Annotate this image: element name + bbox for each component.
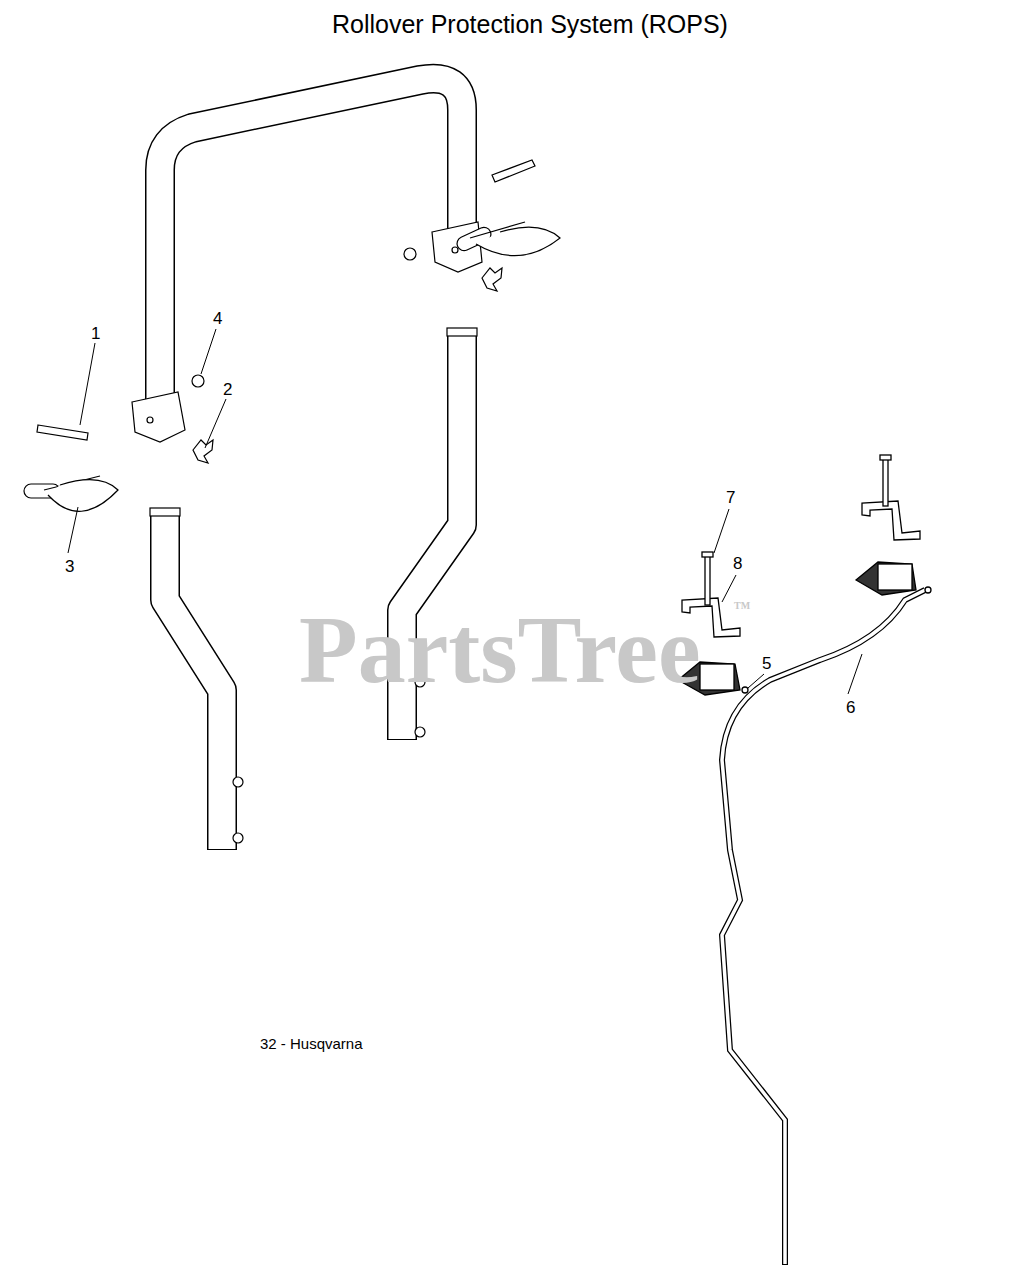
callout-number: 1 [91,325,100,342]
callout-number: 7 [726,489,735,506]
watermark: PartsTree [299,602,701,698]
callout-number: 3 [65,558,74,575]
callout-number: 6 [846,699,855,716]
switches [678,455,931,695]
wire-harness [722,590,925,1265]
roll-bar [160,79,462,850]
callout-number: 5 [762,655,771,672]
diagram-title: Rollover Protection System (ROPS) [332,12,728,37]
callout-number: 8 [733,555,742,572]
callout-number: 4 [213,310,222,327]
trademark-mark: TM [734,601,750,611]
hardware [24,160,560,843]
callout-number: 2 [223,381,232,398]
page-note: 32 - Husqvarna [260,1036,363,1051]
